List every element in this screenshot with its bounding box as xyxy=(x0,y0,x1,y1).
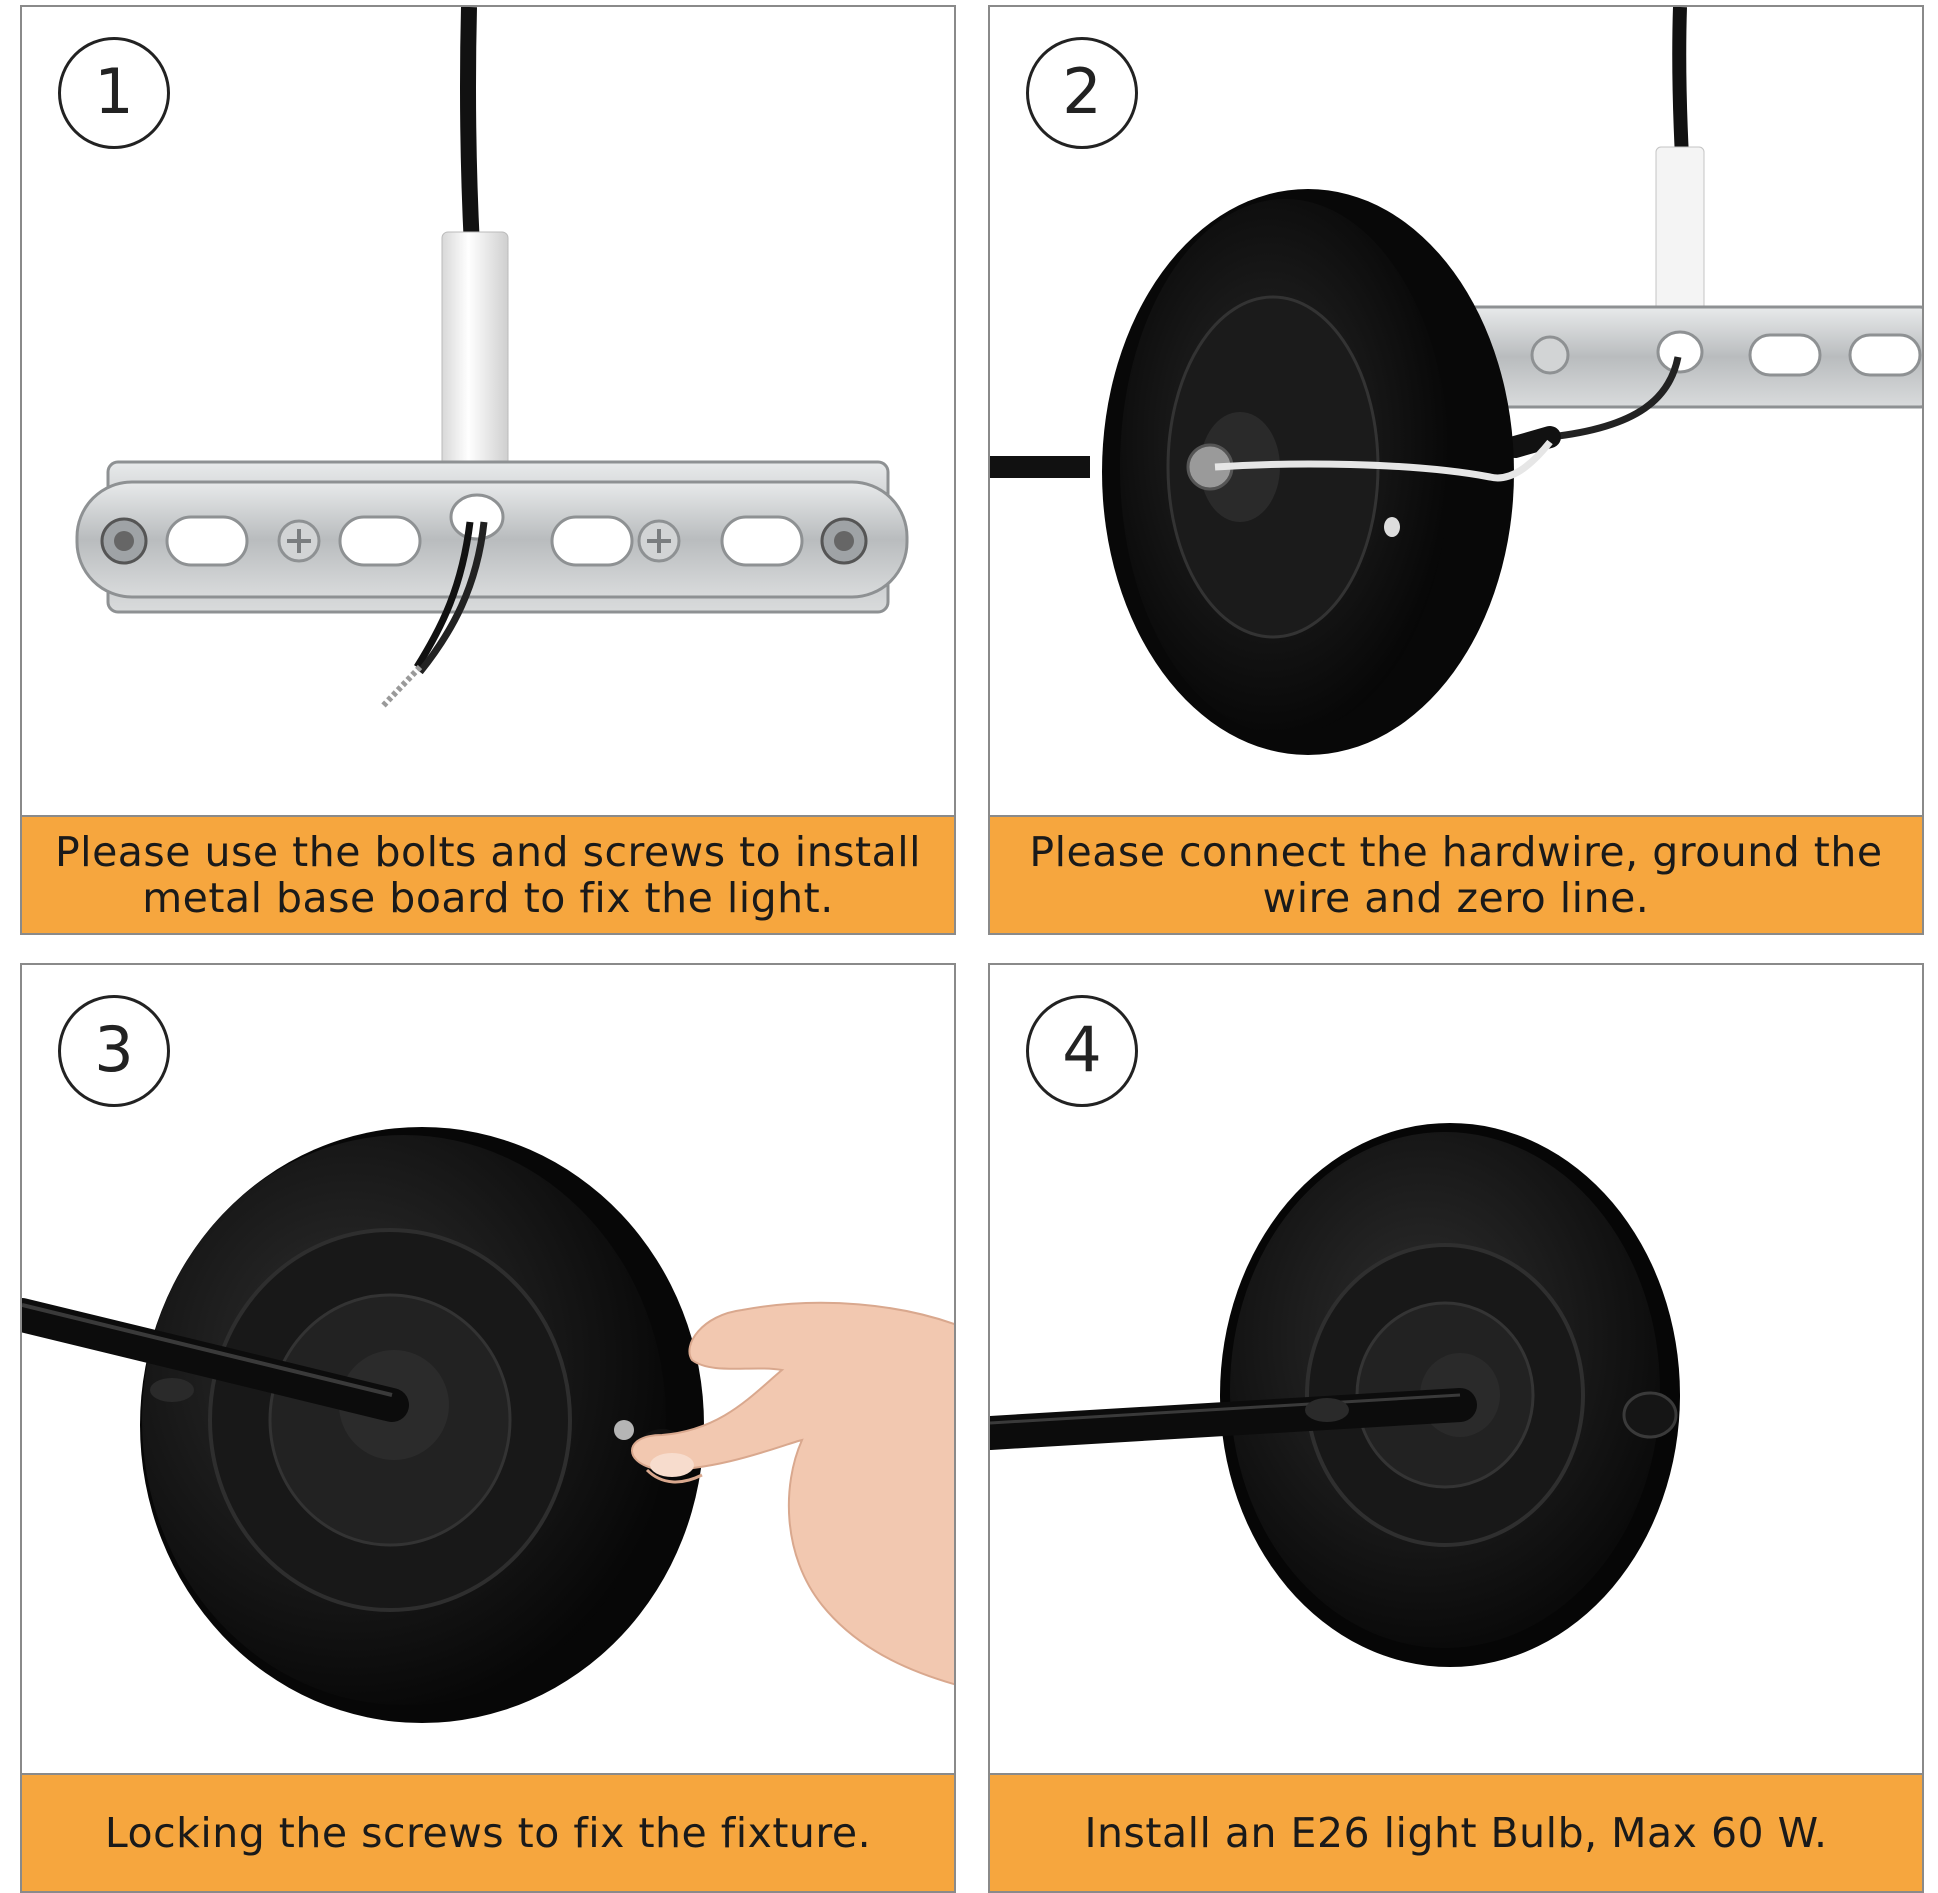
step-caption-text: Locking the screws to fix the fixture. xyxy=(104,1809,872,1857)
hand-icon xyxy=(22,1127,954,1723)
mounting-bracket-icon xyxy=(75,7,909,710)
ceiling-canopy-icon xyxy=(990,7,1922,755)
step-panel-4: 4 Install an E26 light Bulb, Max 60 W. xyxy=(988,963,1924,1893)
step-caption: Locking the screws to fix the fixture. xyxy=(22,1773,954,1891)
step-caption: Please connect the hardwire, ground the … xyxy=(990,815,1922,933)
step-caption-text: Please use the bolts and screws to insta… xyxy=(54,828,922,922)
step-panel-3: 3 Locking the screws to fix the fixture. xyxy=(20,963,956,1893)
step-panel-2: 2 Please connect the hardwire, ground th… xyxy=(988,5,1924,935)
step-caption: Please use the bolts and screws to insta… xyxy=(22,815,954,933)
step-panel-1: 1 Please use the bolts and screws to ins… xyxy=(20,5,956,935)
step-number-badge: 2 xyxy=(1026,37,1138,149)
step-number-badge: 1 xyxy=(58,37,170,149)
step-caption-text: Install an E26 light Bulb, Max 60 W. xyxy=(1084,1809,1828,1857)
step-caption-text: Please connect the hardwire, ground the … xyxy=(1029,828,1883,922)
step-caption: Install an E26 light Bulb, Max 60 W. xyxy=(990,1773,1922,1891)
step-number-badge: 3 xyxy=(58,995,170,1107)
step-number-badge: 4 xyxy=(1026,995,1138,1107)
wall-plate-icon xyxy=(990,1123,1680,1667)
